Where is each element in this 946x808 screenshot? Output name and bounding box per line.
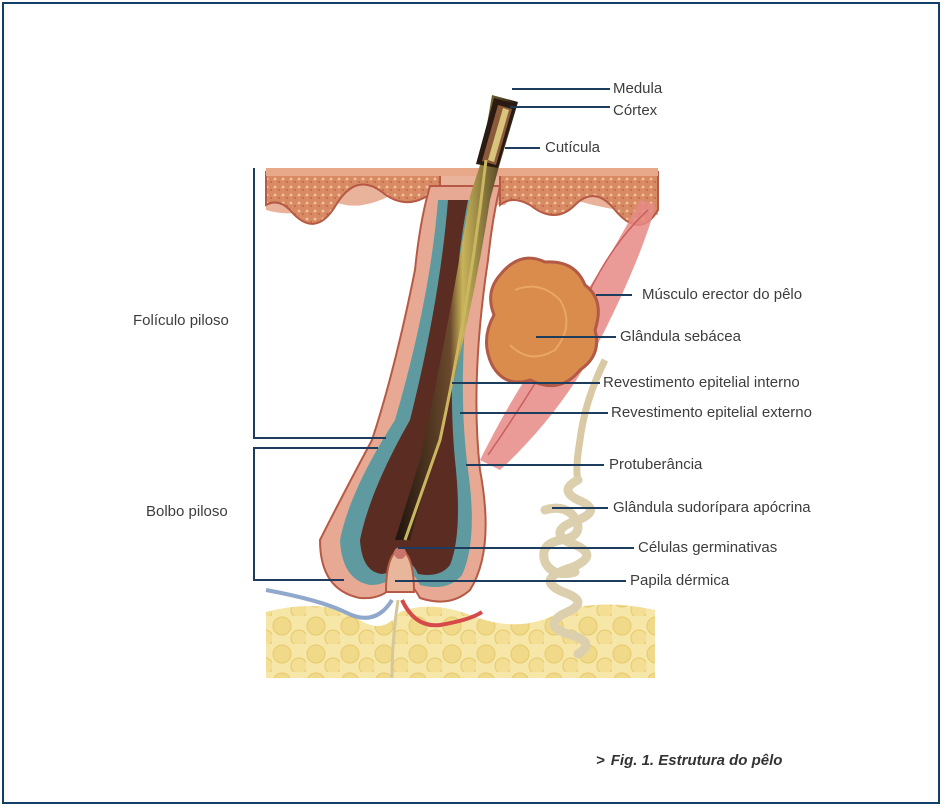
label-glandula-sebacea: Glândula sebácea — [620, 328, 741, 346]
label-celulas-germinativas: Células germinativas — [638, 539, 777, 557]
label-medula: Medula — [613, 80, 662, 98]
label-papila-dermica: Papila dérmica — [630, 572, 729, 590]
label-foliculo-piloso: Folículo piloso — [133, 312, 229, 330]
label-revestimento-externo: Revestimento epitelial externo — [611, 404, 812, 422]
label-bolbo-piloso: Bolbo piloso — [146, 503, 228, 521]
label-cuticula: Cutícula — [545, 139, 600, 157]
caption-prefix: > — [596, 752, 605, 769]
label-glandula-sudoripara: Glândula sudorípara apócrina — [613, 499, 811, 517]
caption-text: Fig. 1. Estrutura do pêlo — [611, 752, 783, 769]
label-protuberancia: Protuberância — [609, 456, 702, 474]
label-cortex: Córtex — [613, 102, 657, 120]
fat-layer — [266, 604, 655, 678]
figure-caption: > Fig. 1. Estrutura do pêlo — [596, 752, 782, 769]
label-revestimento-interno: Revestimento epitelial interno — [603, 374, 800, 392]
sebaceous-gland — [486, 258, 598, 386]
label-musculo-erector: Músculo erector do pêlo — [642, 286, 802, 304]
